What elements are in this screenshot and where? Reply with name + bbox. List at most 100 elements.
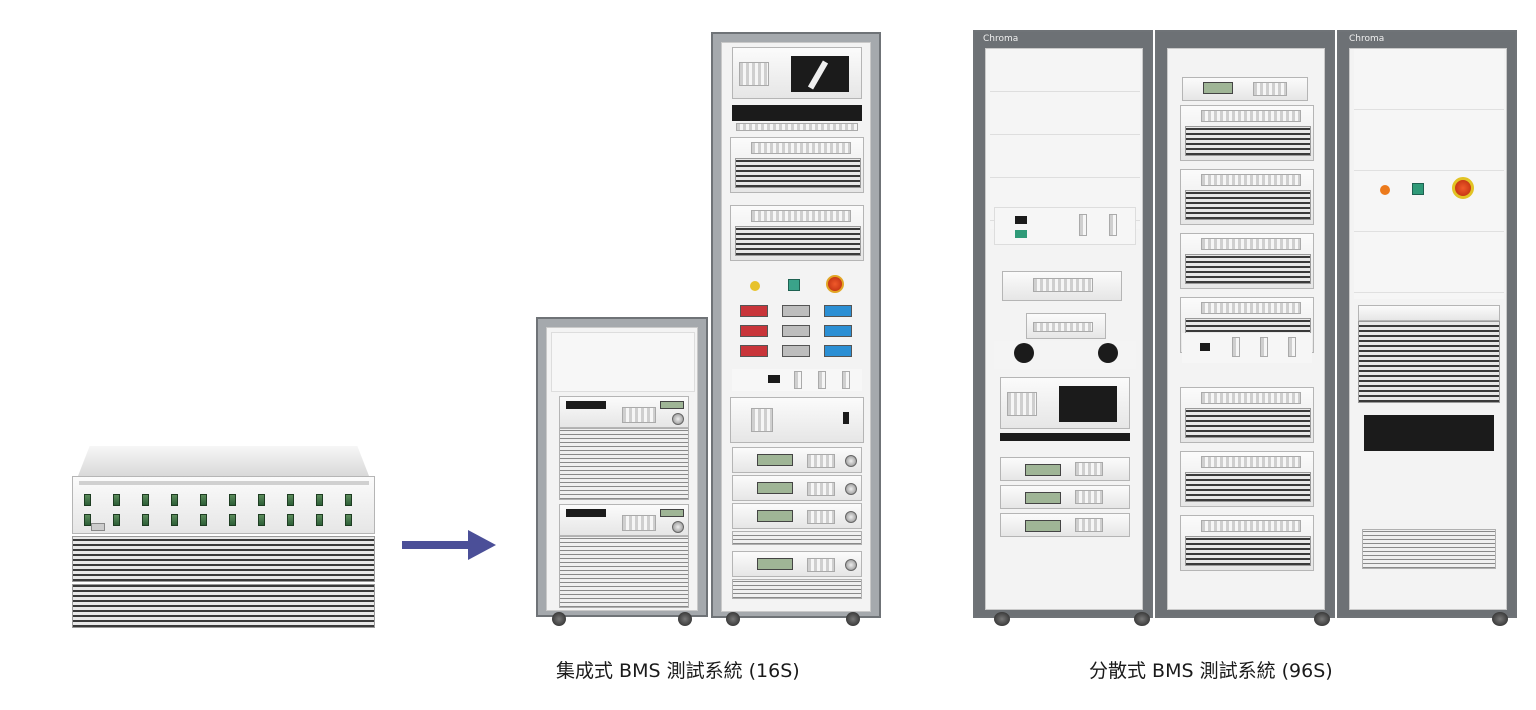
terminal-connector <box>782 305 810 317</box>
start-button <box>1412 183 1424 195</box>
caster-wheel <box>1134 612 1150 626</box>
blank-panel <box>990 49 1140 229</box>
load-2-display <box>566 509 606 517</box>
caster-wheel <box>1492 612 1508 626</box>
green-connector <box>113 494 120 506</box>
emergency-stop-button <box>826 275 844 293</box>
green-connector <box>316 514 323 526</box>
power-supply-4 <box>732 551 862 577</box>
terminal-connector <box>740 305 768 317</box>
terminal-connector <box>824 305 852 317</box>
green-connector <box>229 514 236 526</box>
tall-cabinet <box>711 32 881 618</box>
caster-wheel <box>1314 612 1330 626</box>
green-connector <box>113 514 120 526</box>
load-1-display <box>566 401 606 409</box>
terminal-connector <box>740 325 768 337</box>
load-2-grill <box>559 536 689 608</box>
cell-sim-2-grill <box>735 226 861 256</box>
unit-front-panel <box>72 476 375 534</box>
cell-simulator-module <box>1180 451 1314 507</box>
load-2-lcd <box>660 509 684 517</box>
green-connector <box>316 494 323 506</box>
cell-sim-1-terminals <box>751 142 851 154</box>
power-supply-3 <box>732 503 862 529</box>
terminal-connector <box>824 345 852 357</box>
cell-simulator-1 <box>730 137 864 193</box>
top-instrument <box>1182 77 1308 101</box>
load-1-grill <box>559 428 689 500</box>
signal-unit <box>730 397 864 443</box>
psu-4-grill <box>732 579 862 599</box>
load-1-keypad <box>622 407 656 423</box>
terminal-block <box>1364 415 1494 451</box>
power-supply-2 <box>1000 485 1130 509</box>
caster-wheel <box>994 612 1010 626</box>
load-1-knob <box>672 413 684 425</box>
kvm-switch <box>732 105 862 121</box>
right-arrow-icon <box>402 530 496 560</box>
electronic-load-2 <box>559 504 689 536</box>
caster-wheel <box>552 612 566 626</box>
load-1-lcd <box>660 401 684 409</box>
unit-vent-grill-top <box>72 536 375 582</box>
kvm-buttons <box>736 123 858 131</box>
cell-simulator-module <box>1180 515 1314 571</box>
cell-simulator-module <box>1180 387 1314 443</box>
caption-integrated-system: 集成式 BMS 測試系統 (16S) <box>556 660 800 682</box>
caption-distributed-system: 分散式 BMS 測試系統 (96S) <box>1089 660 1333 682</box>
switch-panel <box>994 207 1136 245</box>
terminal-grid <box>730 305 864 365</box>
green-connector <box>171 514 178 526</box>
green-connector <box>142 494 149 506</box>
dmm-unit <box>1002 271 1122 301</box>
tall-cabinet-door <box>721 42 871 612</box>
short-cabinet <box>536 317 708 617</box>
power-supply-3 <box>1000 513 1130 537</box>
green-connector <box>84 514 91 526</box>
signal-unit-knob <box>843 412 849 424</box>
load-unit-grill <box>1358 321 1500 403</box>
fan-panel <box>994 341 1136 369</box>
cabinet-a-logo: Chroma <box>983 34 1019 44</box>
caster-wheel <box>726 612 740 626</box>
green-connector <box>229 494 236 506</box>
blank-panel <box>551 332 695 392</box>
pc-drive-bay <box>739 62 769 86</box>
caster-wheel <box>846 612 860 626</box>
green-connector <box>200 514 207 526</box>
short-cabinet-door <box>546 327 698 611</box>
caster-wheel <box>678 612 692 626</box>
terminal-connector <box>740 345 768 357</box>
green-connector <box>287 494 294 506</box>
unit-top-cover <box>78 446 369 476</box>
kvm-switch <box>1000 433 1130 441</box>
cabinet-a: Chroma <box>973 30 1153 618</box>
green-connector <box>287 514 294 526</box>
vent-panel <box>1362 529 1496 569</box>
counter-unit <box>1026 313 1106 339</box>
cabinet-b-door <box>1167 48 1325 610</box>
terminal-connector <box>782 345 810 357</box>
blank-panel <box>1354 49 1504 299</box>
cell-sim-1-grill <box>735 158 861 188</box>
cell-simulator-module <box>1180 105 1314 161</box>
green-connector <box>200 494 207 506</box>
power-supply-2 <box>732 475 862 501</box>
load-2-knob <box>672 521 684 533</box>
cell-simulator-module <box>1180 233 1314 289</box>
green-connector <box>84 494 91 506</box>
warning-lamp <box>750 281 760 291</box>
emergency-stop-button <box>1452 177 1474 199</box>
breaker-row <box>1182 333 1312 363</box>
industrial-pc <box>1000 377 1130 429</box>
cabinet-c-logo: Chroma <box>1349 34 1385 44</box>
benchtop-unit <box>72 446 375 630</box>
power-supply-1 <box>732 447 862 473</box>
psu-grill <box>732 531 862 545</box>
load-unit-top <box>1358 305 1500 321</box>
green-connector <box>345 494 352 506</box>
cell-sim-2-terminals <box>751 210 851 222</box>
green-connector <box>258 514 265 526</box>
cabinet-c: Chroma <box>1337 30 1517 618</box>
